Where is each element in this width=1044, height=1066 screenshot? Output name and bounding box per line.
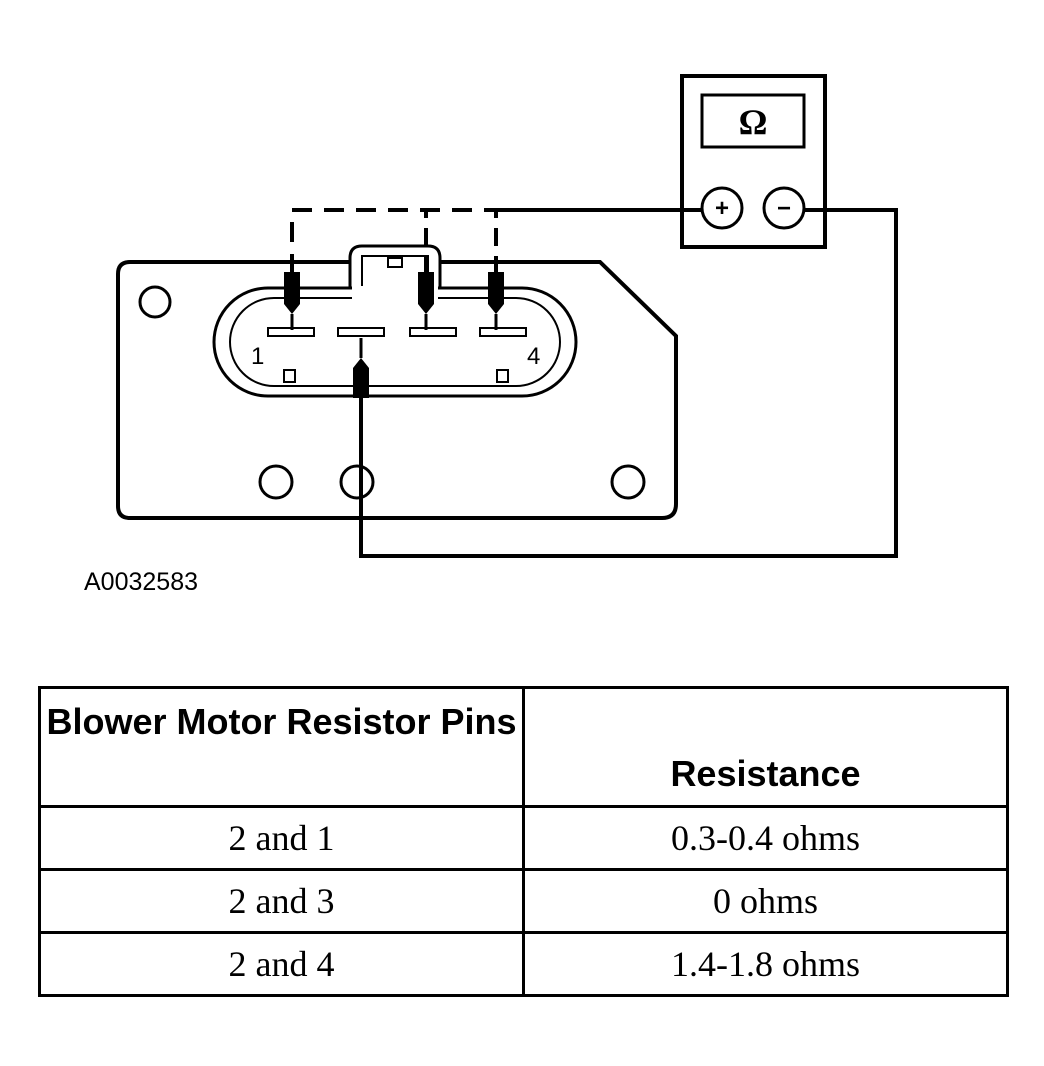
- mounting-hole: [610, 464, 646, 500]
- test-leads: [284, 208, 898, 558]
- latch-inner-cover: [352, 286, 438, 300]
- mounting-hole: [138, 285, 172, 319]
- ohm-symbol: Ω: [739, 102, 768, 142]
- column-header-resistance: Resistance: [522, 686, 1009, 808]
- negative-lead: [359, 208, 898, 558]
- connector-pin-4: [479, 327, 527, 337]
- resistance-cell: 1.4-1.8 ohms: [522, 931, 1009, 997]
- table-header-row: Blower Motor Resistor Pins Resistance: [38, 686, 1009, 808]
- connector-pin-3: [409, 327, 457, 337]
- pin-4-label: 4: [527, 343, 540, 370]
- table-row: 2 and 1 0.3-0.4 ohms: [38, 805, 1009, 871]
- table-row: 2 and 4 1.4-1.8 ohms: [38, 931, 1009, 997]
- positive-terminal-label: +: [715, 195, 729, 222]
- resistor-test-diagram: Ω + − 1 4: [84, 74, 898, 596]
- table-row: 2 and 3 0 ohms: [38, 868, 1009, 934]
- pins-cell: 2 and 4: [38, 931, 525, 997]
- blower-motor-resistor: 1 4: [116, 244, 678, 520]
- pin-1-label: 1: [251, 343, 264, 370]
- mounting-hole: [339, 464, 375, 500]
- column-header-pins: Blower Motor Resistor Pins: [38, 686, 525, 808]
- connector-key: [496, 369, 509, 383]
- pins-cell: 2 and 3: [38, 868, 525, 934]
- dashed-lead: [290, 208, 500, 274]
- connector-shroud-outer: [212, 286, 578, 398]
- resistance-spec-table: Blower Motor Resistor Pins Resistance 2 …: [38, 686, 1009, 997]
- connector-key: [283, 369, 296, 383]
- ohmmeter: Ω + −: [680, 74, 827, 249]
- connector-pin-2: [337, 327, 385, 337]
- resistance-cell: 0 ohms: [522, 868, 1009, 934]
- resistance-cell: 0.3-0.4 ohms: [522, 805, 1009, 871]
- test-probe: [418, 272, 434, 314]
- test-probe: [284, 272, 300, 314]
- pins-cell: 2 and 1: [38, 805, 525, 871]
- latch-tab: [387, 257, 403, 268]
- negative-terminal-label: −: [777, 195, 791, 222]
- ohmmeter-display: [700, 93, 806, 149]
- mounting-hole: [258, 464, 294, 500]
- test-probe: [488, 272, 504, 314]
- figure-id: A0032583: [84, 568, 198, 596]
- test-probe: [353, 358, 369, 398]
